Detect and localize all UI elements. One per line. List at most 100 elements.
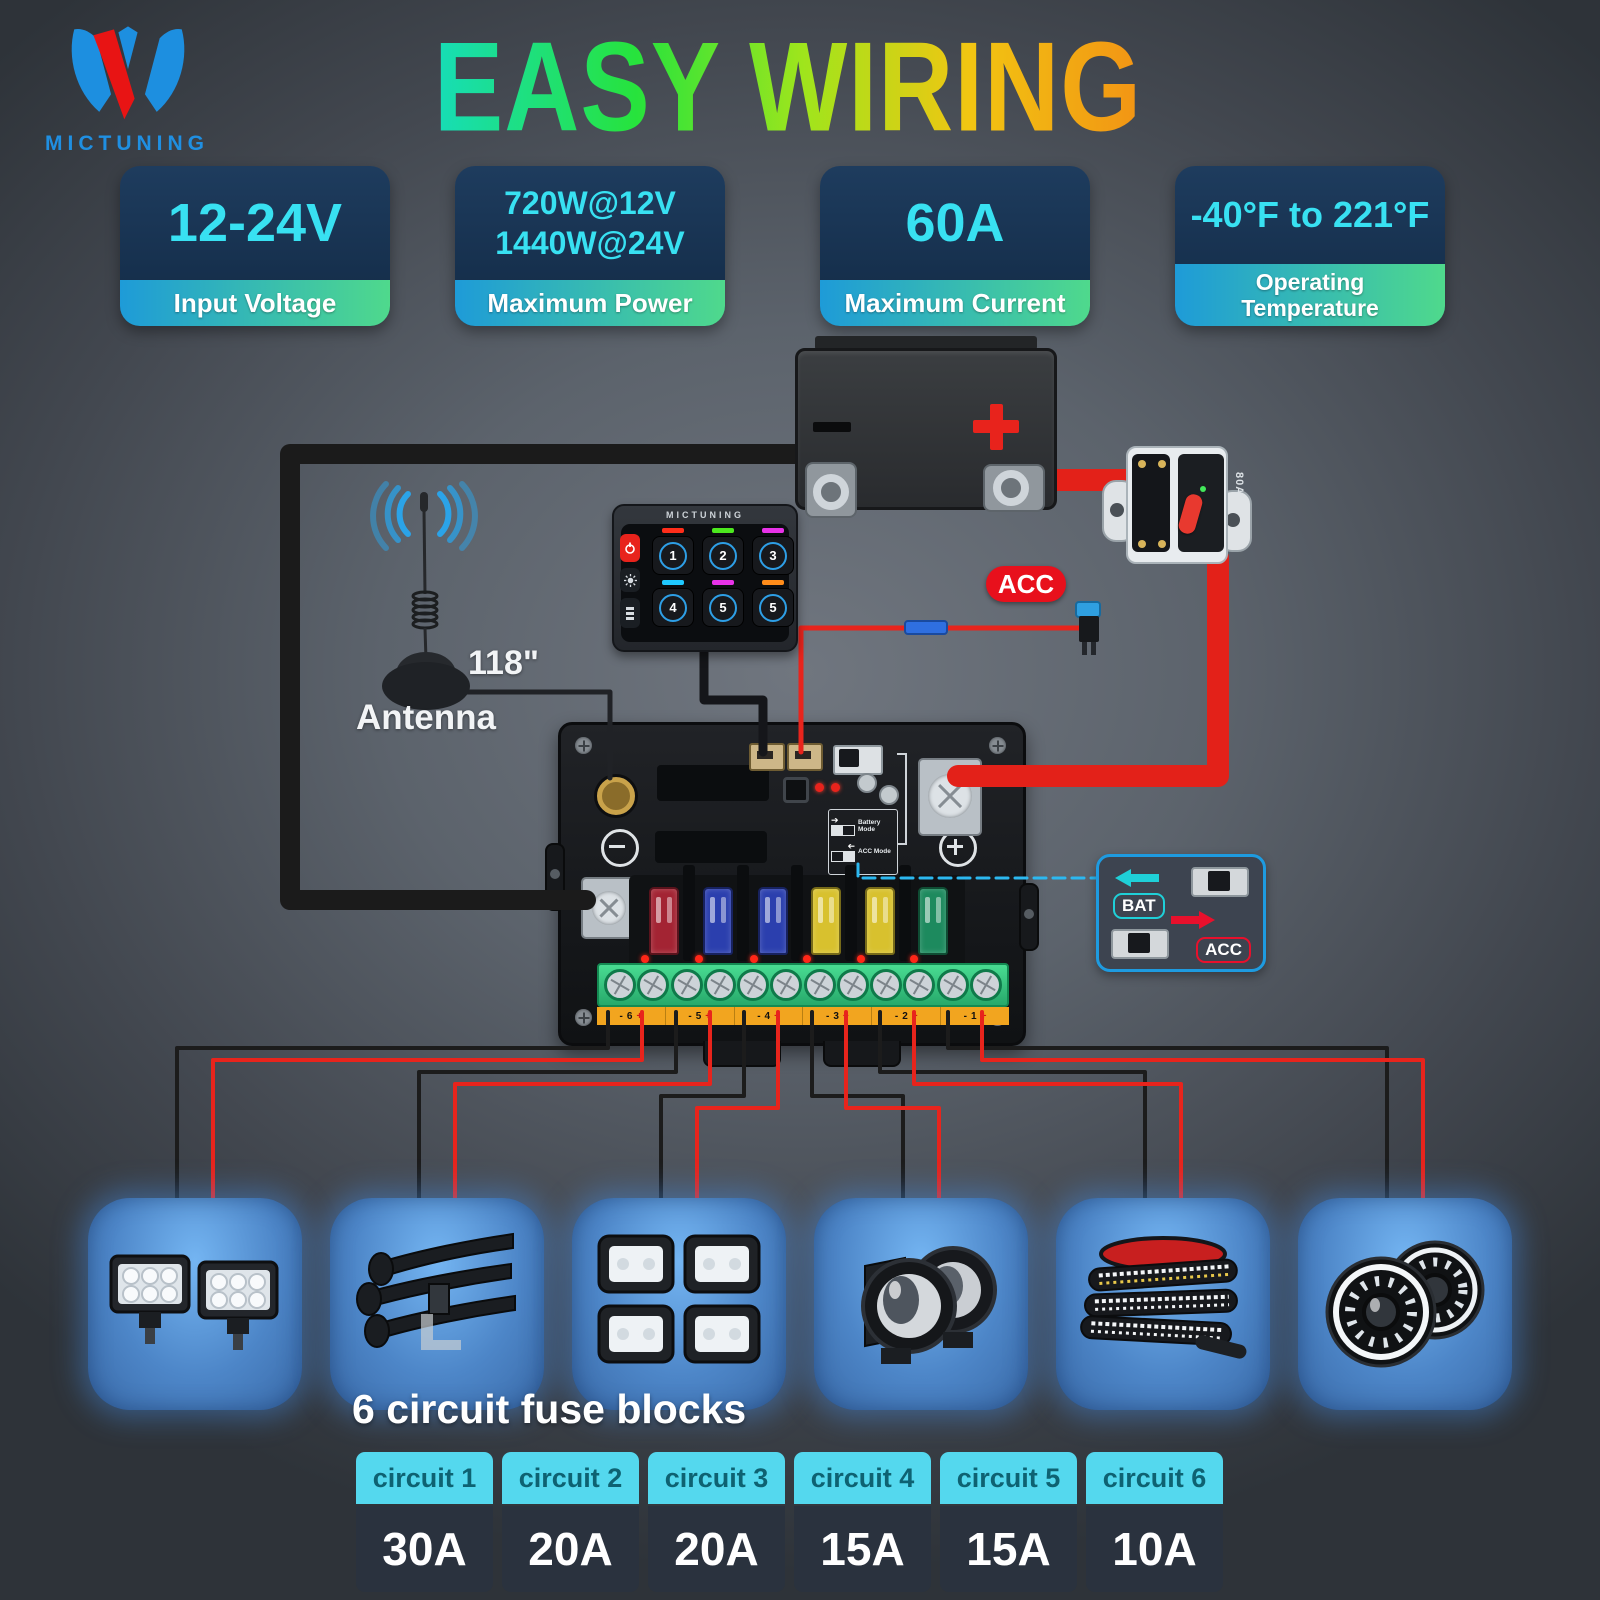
- spec-label: Maximum Power: [455, 280, 725, 326]
- table-header-circuit-4: circuit 4: [794, 1452, 931, 1504]
- panel-key-6: 5: [752, 588, 794, 627]
- capacitor: [857, 773, 877, 793]
- battery-negative-wire: [280, 444, 822, 910]
- circuit-led: [857, 955, 865, 963]
- fuse-divider: [737, 865, 749, 961]
- bat-acc-callout: BAT ACC: [1096, 854, 1266, 972]
- minus-symbol-icon: [601, 829, 639, 867]
- mode-dots-icon: [620, 598, 640, 628]
- positive-lug: [983, 464, 1045, 512]
- bracket-line: [897, 753, 907, 845]
- table-value-circuit-5: 15A: [940, 1506, 1077, 1592]
- key-led: [712, 580, 734, 585]
- table-value-circuit-4: 15A: [794, 1506, 931, 1592]
- circuit-2-negative-wire: [417, 1010, 678, 1204]
- breaker-led: [1200, 486, 1206, 492]
- bat-label: BAT: [1113, 893, 1165, 919]
- recessed-slot: [655, 831, 767, 863]
- terminal-number: 2: [902, 1010, 908, 1022]
- fuse-30a: [649, 887, 679, 955]
- pair-button: [783, 777, 809, 803]
- terminal-number: 5: [695, 1010, 702, 1022]
- terminal-strip: [597, 963, 1009, 1007]
- antenna-length-label: 118": [468, 644, 539, 682]
- circuit-2-positive-wire: [453, 1010, 712, 1204]
- circuit-4-negative-wire: [810, 1010, 905, 1204]
- circuit-6-negative-wire: [946, 1010, 1389, 1204]
- circuit-breaker-80a: 80A: [1102, 446, 1252, 564]
- switch-icon: [831, 851, 855, 862]
- power-button-icon: [620, 534, 640, 562]
- switch-panel: MICTUNING 1 2 3 4 5 5: [612, 504, 798, 652]
- spec-value: 60A: [905, 193, 1005, 253]
- mounting-ear: [1019, 883, 1039, 951]
- key-led: [662, 528, 684, 533]
- fog-lights-icon: [861, 1246, 997, 1364]
- fuse-divider: [791, 865, 803, 961]
- table-header-circuit-5: circuit 5: [940, 1452, 1077, 1504]
- spec-value: 12-24V: [167, 193, 343, 253]
- fuse-tap-icon: [1074, 600, 1104, 658]
- switch-bat-position-icon: [1191, 867, 1249, 897]
- spec-value-line1: 720W@12V: [504, 185, 676, 221]
- table-value-circuit-6: 10A: [1086, 1506, 1223, 1592]
- product-rock-lights: [572, 1198, 786, 1410]
- wire-splice: [904, 620, 948, 635]
- spec-value: -40°F to 221°F: [1190, 194, 1430, 235]
- status-led: [815, 783, 824, 792]
- switch-icon: [831, 825, 855, 836]
- spec-card-operating-temperature: -40°F to 221°F Operating Temperature: [1175, 166, 1445, 326]
- acc-signal-wire: [798, 625, 1089, 755]
- bat-arrow-icon: [1115, 869, 1159, 887]
- battery: [795, 336, 1057, 518]
- page-title: EASY WIRING: [408, 16, 1168, 161]
- halo-headlights-icon: [1325, 1240, 1485, 1368]
- circuit-5-positive-wire: [912, 1010, 1183, 1204]
- circuit-led: [803, 955, 811, 963]
- led-pod-lights-icon: [109, 1254, 279, 1350]
- fuse-15a: [865, 887, 895, 955]
- panel-key-2: 2: [702, 536, 744, 575]
- spec-label: Maximum Current: [820, 280, 1090, 326]
- fuse-section-heading: 6 circuit fuse blocks: [352, 1386, 747, 1432]
- mictuning-logo-icon: [71, 26, 185, 120]
- fuse-block-control-box: ➔ Battery Mode ➔ ACC Mode: [545, 722, 1039, 1067]
- terminal-labels: -6+ -5+ -4+ -3+ -2+ -1+: [597, 1007, 1009, 1025]
- product-led-pod-lights: [88, 1198, 302, 1410]
- key-led: [662, 580, 684, 585]
- panel-key-5: 5: [702, 588, 744, 627]
- circuit-led: [695, 955, 703, 963]
- table-header-circuit-6: circuit 6: [1086, 1452, 1223, 1504]
- panel-cable: [699, 641, 768, 757]
- battery-mode-label: Battery Mode: [858, 818, 881, 834]
- key-led: [762, 580, 784, 585]
- rock-lights-icon: [597, 1234, 761, 1364]
- antenna-connector: [597, 777, 635, 815]
- circuit-3-positive-wire: [695, 1010, 780, 1204]
- terminal-number: 6: [626, 1010, 633, 1022]
- air-horns-icon: [356, 1232, 516, 1350]
- spec-label: Input Voltage: [120, 280, 390, 326]
- spec-card-max-current: 60A Maximum Current: [820, 166, 1090, 326]
- circuit-1-positive-wire: [211, 1010, 644, 1204]
- panel-key-1: 1: [652, 536, 694, 575]
- spec-card-input-voltage: 12-24V Input Voltage: [120, 166, 390, 326]
- spec-card-max-power: 720W@12V 1440W@24V Maximum Power: [455, 166, 725, 326]
- panel-brand-label: MICTUNING: [666, 510, 744, 520]
- acc-arrow-icon: [1171, 911, 1215, 929]
- terminal-number: 4: [764, 1010, 771, 1022]
- corner-screw-icon: [575, 1009, 592, 1026]
- battery-minus-symbol: [813, 422, 851, 432]
- recessed-slot: [657, 765, 769, 801]
- fuse-divider: [845, 865, 857, 961]
- product-train-air-horns: [330, 1198, 544, 1410]
- callout-leader-line: [856, 862, 1148, 880]
- mode-slide-switch: [833, 745, 883, 775]
- corner-screw-icon: [575, 737, 592, 754]
- status-led: [831, 783, 840, 792]
- circuit-1-negative-wire: [175, 1010, 610, 1204]
- acc-mode-label: ACC Mode: [858, 848, 891, 856]
- breaker-rating-label: 80A: [1233, 472, 1245, 496]
- circuit-led: [750, 955, 758, 963]
